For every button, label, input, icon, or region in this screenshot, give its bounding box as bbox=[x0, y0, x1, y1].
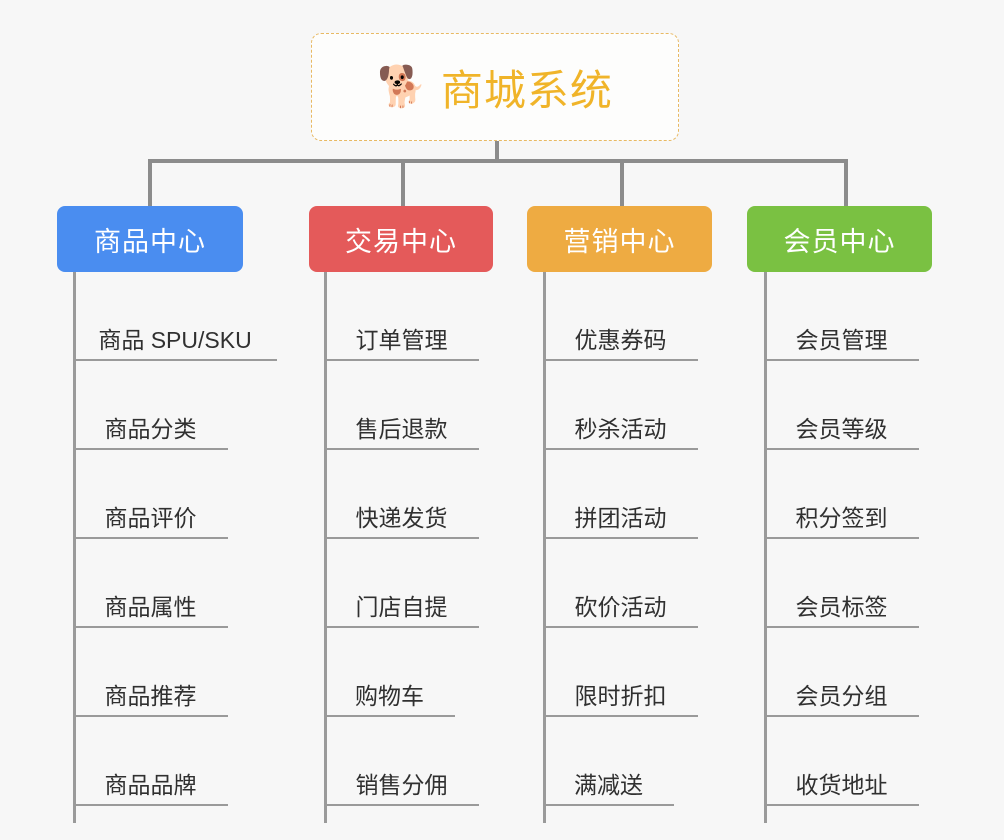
leaf-label: 收货地址 bbox=[795, 771, 888, 798]
leaf-label: 快递发货 bbox=[355, 504, 448, 531]
leaf-label: 商品推荐 bbox=[104, 682, 197, 709]
category-header-marketing[interactable]: 营销中心 bbox=[527, 206, 712, 272]
leaf-item[interactable]: 商品 SPU/SKU bbox=[73, 272, 277, 361]
leaf-item[interactable]: 会员管理 bbox=[764, 272, 919, 361]
leaf-label: 商品分类 bbox=[104, 415, 197, 442]
leaf-label: 商品品牌 bbox=[104, 771, 197, 798]
category-header-member[interactable]: 会员中心 bbox=[747, 206, 932, 272]
leaf-label: 拼团活动 bbox=[574, 504, 667, 531]
drop-connector-4 bbox=[844, 159, 848, 208]
column-spine bbox=[324, 272, 327, 823]
leaf-label: 商品 SPU/SKU bbox=[98, 326, 252, 353]
root-stem-connector bbox=[495, 141, 499, 162]
leaf-item[interactable]: 购物车 bbox=[324, 628, 455, 717]
leaf-item[interactable]: 商品属性 bbox=[73, 539, 228, 628]
leaf-item[interactable]: 商品推荐 bbox=[73, 628, 228, 717]
leaf-item[interactable]: 会员标签 bbox=[764, 539, 919, 628]
category-label: 营销中心 bbox=[563, 226, 676, 257]
leaf-label: 会员管理 bbox=[795, 326, 888, 353]
leaf-item[interactable]: 销售分佣 bbox=[324, 717, 479, 806]
category-header-product[interactable]: 商品中心 bbox=[57, 206, 243, 272]
leaf-label: 砍价活动 bbox=[574, 593, 667, 620]
leaf-item[interactable]: 售后退款 bbox=[324, 361, 479, 450]
leaf-item[interactable]: 商品评价 bbox=[73, 450, 228, 539]
leaf-item[interactable]: 拼团活动 bbox=[543, 450, 698, 539]
leaf-label: 销售分佣 bbox=[355, 771, 448, 798]
leaf-item[interactable]: 商品品牌 bbox=[73, 717, 228, 806]
leaf-label: 满减送 bbox=[574, 771, 643, 798]
drop-connector-3 bbox=[620, 159, 624, 208]
leaf-label: 售后退款 bbox=[355, 415, 448, 442]
category-label: 商品中心 bbox=[94, 226, 206, 257]
leaf-label: 优惠券码 bbox=[574, 326, 667, 353]
root-title: 商城系统 bbox=[440, 66, 613, 114]
leaf-item[interactable]: 订单管理 bbox=[324, 272, 479, 361]
leaf-item[interactable]: 砍价活动 bbox=[543, 539, 698, 628]
leaf-item[interactable]: 积分签到 bbox=[764, 450, 919, 539]
leaf-label: 门店自提 bbox=[355, 593, 448, 620]
shiba-dog-face-icon: 🐕 bbox=[377, 65, 427, 109]
leaf-item[interactable]: 满减送 bbox=[543, 717, 674, 806]
leaf-item[interactable]: 会员等级 bbox=[764, 361, 919, 450]
leaf-item[interactable]: 商品分类 bbox=[73, 361, 228, 450]
leaf-label: 限时折扣 bbox=[574, 682, 667, 709]
column-spine bbox=[764, 272, 767, 823]
leaf-label: 商品评价 bbox=[104, 504, 197, 531]
leaf-item[interactable]: 会员分组 bbox=[764, 628, 919, 717]
leaf-label: 秒杀活动 bbox=[574, 415, 667, 442]
leaf-label: 会员分组 bbox=[795, 682, 888, 709]
category-header-trade[interactable]: 交易中心 bbox=[309, 206, 493, 272]
bus-connector bbox=[148, 159, 848, 163]
leaf-label: 购物车 bbox=[355, 682, 424, 709]
leaf-label: 会员等级 bbox=[795, 415, 888, 442]
leaf-item[interactable]: 快递发货 bbox=[324, 450, 479, 539]
leaf-label: 商品属性 bbox=[104, 593, 197, 620]
leaf-item[interactable]: 优惠券码 bbox=[543, 272, 698, 361]
column-spine bbox=[543, 272, 546, 823]
leaf-label: 积分签到 bbox=[795, 504, 888, 531]
leaf-label: 订单管理 bbox=[355, 326, 448, 353]
leaf-item[interactable]: 限时折扣 bbox=[543, 628, 698, 717]
leaf-item[interactable]: 收货地址 bbox=[764, 717, 919, 806]
leaf-item[interactable]: 门店自提 bbox=[324, 539, 479, 628]
leaf-label: 会员标签 bbox=[795, 593, 888, 620]
column-spine bbox=[73, 272, 76, 823]
leaf-item[interactable]: 秒杀活动 bbox=[543, 361, 698, 450]
root-node[interactable]: 🐕 商城系统 bbox=[311, 33, 679, 141]
drop-connector-1 bbox=[148, 159, 152, 208]
drop-connector-2 bbox=[401, 159, 405, 208]
category-label: 会员中心 bbox=[783, 226, 896, 257]
category-label: 交易中心 bbox=[345, 226, 457, 257]
